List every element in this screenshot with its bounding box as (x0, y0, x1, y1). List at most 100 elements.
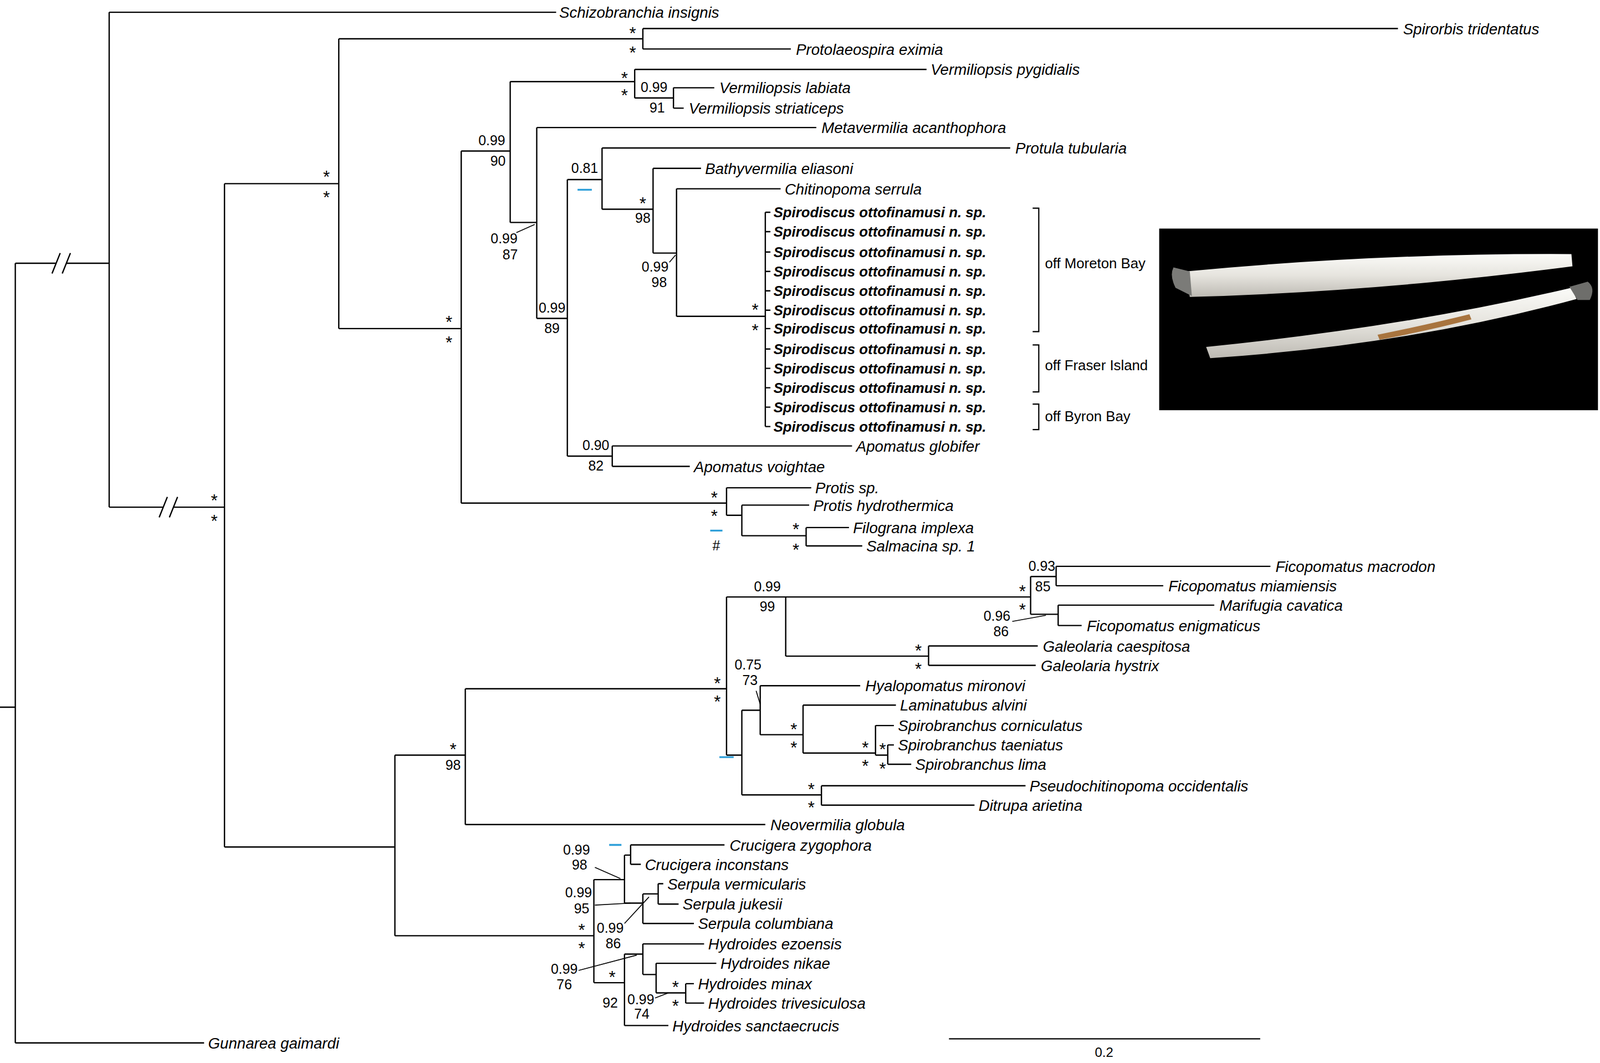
support-value: 87 (502, 248, 519, 263)
support-value: * (445, 339, 453, 347)
support-value: * (323, 194, 330, 202)
taxon-label: Hydroides trivesiculosa (708, 995, 866, 1011)
taxon-label: Ficopomatus miamiensis (1168, 578, 1337, 594)
support-value: * (751, 326, 759, 335)
support-value: 0.99 (753, 579, 781, 594)
support-value: 90 (490, 154, 506, 168)
support-value: 0.99 (478, 134, 505, 148)
new-species-label: Spirodiscus ottofinamusi n. sp. (773, 244, 987, 260)
taxon-label: Laminatubus alvini (900, 697, 1027, 713)
taxon-label: Spirobranchus taeniatus (897, 737, 1063, 753)
support-value: * (751, 306, 759, 314)
support-value: * (211, 517, 218, 525)
taxon-label: Serpula jukesii (682, 896, 783, 912)
branch-break (52, 253, 178, 518)
support-value: 95 (574, 902, 590, 917)
taxon-label: Hydroides sanctaecrucis (672, 1018, 840, 1034)
support-value: * (808, 786, 815, 794)
taxon-label: Hyalopomatus mironovi (865, 677, 1026, 694)
support-value: * (639, 200, 647, 208)
support-value: * (861, 762, 869, 770)
blue-dash (577, 189, 734, 845)
new-species-label: Spirodiscus ottofinamusi n. sp. (773, 321, 987, 336)
taxon-label: Filograna implexa (852, 519, 974, 536)
locality-bracket (1032, 208, 1039, 431)
new-species-label: Spirodiscus ottofinamusi n. sp. (773, 283, 987, 299)
locality-label: off Moreton Bay (1044, 256, 1146, 271)
support-value: 0.81 (571, 161, 598, 176)
support-value: * (211, 497, 218, 505)
taxon-label: Apomatus voightae (693, 458, 825, 475)
taxon-label: Apomatus globifer (856, 438, 980, 454)
taxon-label: Serpula columbiana (697, 915, 833, 932)
taxon-label: Protula tubularia (1015, 140, 1127, 156)
support-value: 0.93 (1028, 559, 1056, 574)
support-value: 91 (649, 101, 666, 116)
taxon-label: Spirobranchus lima (915, 756, 1047, 773)
support-value: * (1019, 588, 1026, 596)
support-value: 0.99 (490, 231, 518, 246)
support-value: 92 (602, 995, 618, 1010)
support-value: 74 (634, 1007, 650, 1022)
support-value: 98 (445, 758, 462, 773)
taxon-label: Ficopomatus macrodon (1275, 558, 1436, 575)
support-value: 98 (651, 275, 668, 290)
taxon-label: Galeolaria caespitosa (1043, 638, 1191, 654)
new-species-label: Spirodiscus ottofinamusi n. sp. (773, 419, 987, 434)
new-species-label: Spirodiscus ottofinamusi n. sp. (773, 264, 987, 279)
support-value: 76 (556, 977, 572, 992)
support-value: * (578, 927, 585, 935)
taxon-label: Schizobranchia insignis (559, 4, 720, 20)
support-value: * (792, 546, 800, 554)
support-value: * (713, 680, 721, 688)
support-value: 0.99 (641, 260, 669, 275)
taxon-label: Neovermilia globula (770, 816, 906, 833)
support-value: 0.99 (627, 993, 654, 1007)
taxon-label: Vermiliopsis labiata (719, 80, 851, 96)
support-value: 0.99 (565, 886, 592, 901)
support-value: * (621, 74, 628, 83)
support-value: * (914, 647, 922, 655)
taxon-label: Hydroides minax (697, 975, 812, 992)
new-species-label: Spirodiscus ottofinamusi n. sp. (773, 303, 987, 318)
support-value: 0.99 (563, 842, 590, 857)
taxon-label: Vermiliopsis pygidialis (930, 61, 1080, 78)
support-value: 0.99 (538, 301, 566, 316)
taxon-label: Protis sp. (815, 479, 879, 496)
taxon-label: Hydroides ezoensis (708, 936, 842, 952)
support-value: * (808, 804, 815, 812)
scale-bar (948, 1038, 1261, 1040)
support-value: 86 (605, 937, 622, 952)
scale-label: 0.2 (1095, 1045, 1114, 1059)
locality-label: off Fraser Island (1044, 358, 1148, 373)
taxon-label: Spirobranchus corniculatus (897, 717, 1083, 734)
new-species-label: Spirodiscus ottofinamusi n. sp. (773, 380, 987, 396)
tree-branches (0, 12, 1398, 1044)
new-species-label: Spirodiscus ottofinamusi n. sp. (773, 341, 987, 357)
support-value: * (672, 1002, 679, 1010)
taxon-label: Protolaeospira eximia (795, 41, 944, 58)
support-value: * (790, 744, 797, 752)
support-value: * (790, 726, 797, 734)
support-value: * (879, 765, 887, 774)
support-value: * (609, 973, 616, 981)
support-value: * (914, 665, 922, 673)
support-value: * (445, 318, 453, 326)
taxon-label: Ficopomatus enigmaticus (1086, 617, 1261, 634)
support-value: * (578, 945, 585, 953)
support-value: 86 (993, 624, 1009, 639)
taxon-label: Crucigera zygophora (729, 837, 872, 853)
support-value: * (672, 984, 679, 992)
support-value: * (713, 698, 721, 706)
support-value: 0.96 (983, 609, 1011, 624)
taxon-label: Pseudochitinopoma occidentalis (1029, 778, 1249, 794)
support-value: 73 (742, 673, 758, 688)
taxon-label: Gunnarea gaimardi (208, 1035, 340, 1051)
taxon-label: Protis hydrothermica (813, 497, 954, 514)
taxon-label: Chitinopoma serrula (784, 181, 922, 197)
support-value: * (861, 744, 869, 752)
support-value: 98 (635, 211, 651, 226)
new-species-label: Spirodiscus ottofinamusi n. sp. (773, 205, 987, 220)
leader-lines (516, 224, 1047, 999)
